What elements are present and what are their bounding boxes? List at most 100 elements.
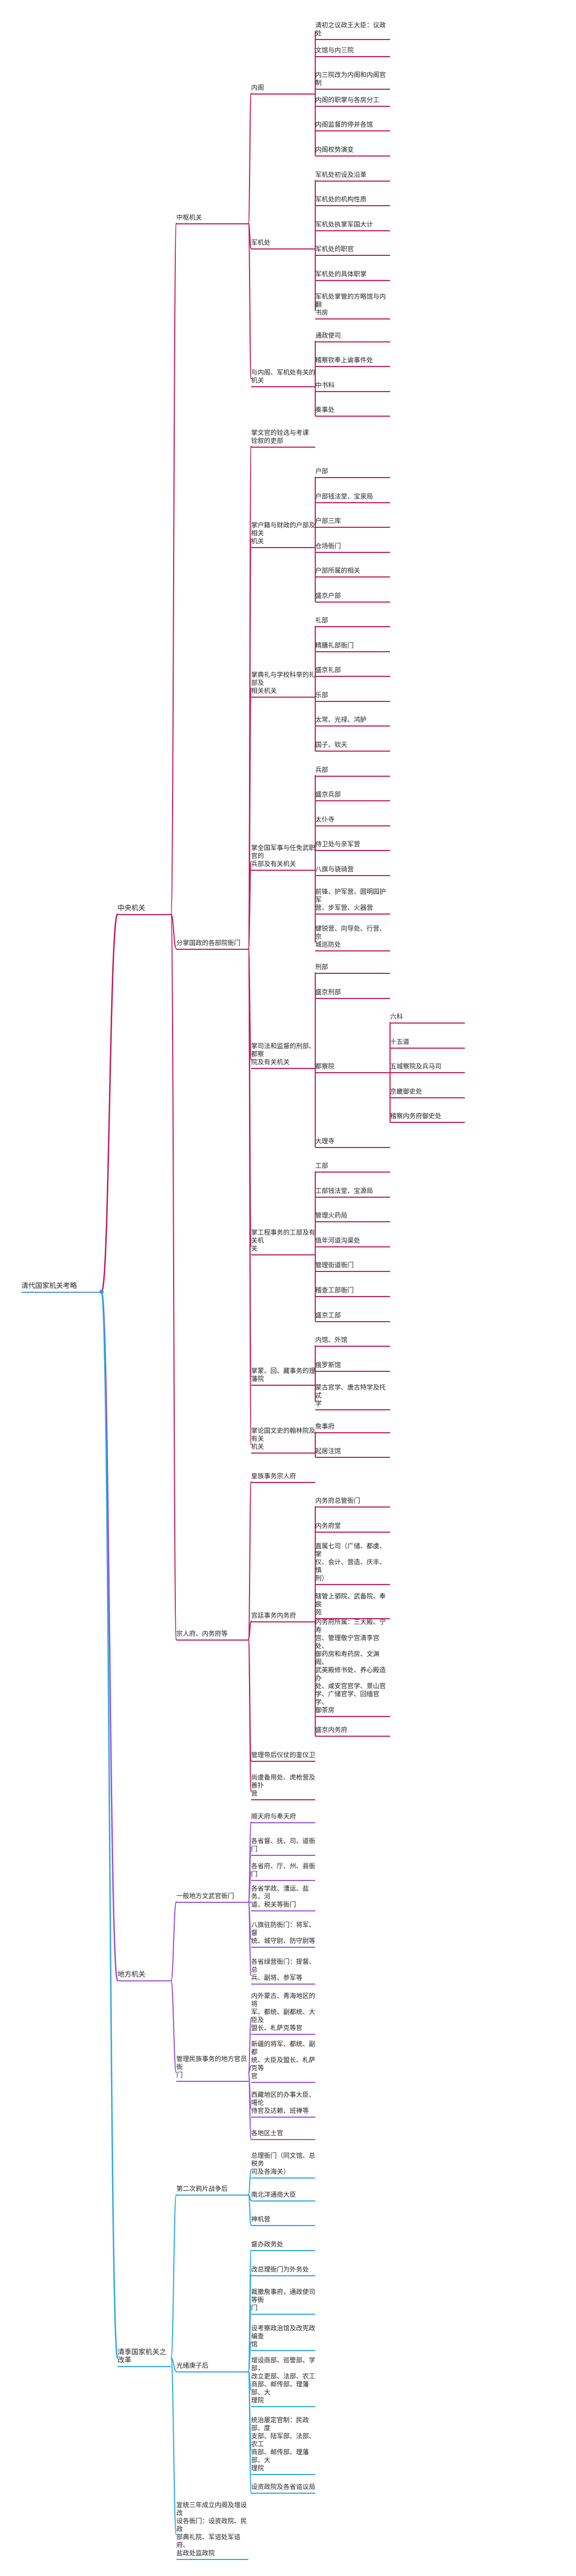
mindmap-node: 管理帝后仪仗的銮仪卫 [251,1751,315,1762]
mindmap-node: 稽察内务府御史处 [390,1112,465,1123]
mindmap-node: 南北洋通商大臣 [251,2191,315,2202]
mindmap-node: 稽查工部衙门 [315,1286,390,1297]
connector-line [170,2358,177,2536]
mindmap-node: 户部三库 [315,517,390,528]
mindmap-node: 蒙古官学、唐古特学及托忒 学 [315,1384,390,1411]
connector-line [100,913,119,1293]
mindmap-node: 军机处的具体职掌 [315,270,390,281]
connector-line [170,223,177,915]
connector-line [248,2072,252,2140]
mindmap-node: 内阁的职掌与各房分工 [315,96,390,107]
connector-line [248,223,252,379]
mindmap-node: 工部 [315,1162,390,1173]
connector-line [170,2193,177,2359]
mindmap-node: 各地区土官 [251,2129,315,2140]
mindmap-node: 设考察政治馆及改宪政编查 馆 [251,2324,315,2352]
connector-line [248,861,252,949]
mindmap-node: 起居注馆 [315,1447,390,1458]
mindmap-node: 顺天府与奉天府 [251,1813,315,1823]
mindmap-node: 一般地方文武官衙门 [176,1892,248,1903]
mindmap-node: 户部钱法堂、宝泉局 [315,493,390,503]
mindmap-node: 盛京礼部 [315,666,390,677]
mindmap-node: 盛京工部 [315,1312,390,1322]
mindmap-node: 掌司法和监督的刑部、都察 院及有关机关 [251,1042,315,1069]
mindmap-node: 各省府、厅、州、县衙门 [251,1862,315,1881]
mindmap-node: 八旗驻防衙门：将军、督 统、城守尉、防守尉等 [251,1921,315,1948]
mindmap-node: 军机处 [251,239,315,249]
connector-line [248,2370,252,2493]
mindmap-node: 裁撤詹事府，通政使司等衙 门 [251,2288,315,2315]
mindmap-node: 俄罗斯馆 [315,1361,390,1372]
connector-line [170,914,177,949]
connector-line [248,1871,252,1902]
mindmap-node: 内阁权势演变 [315,146,390,157]
mindmap-node: 新疆的将军、都统、副都 统、大臣及盟长、札萨克等 官 [251,2040,315,2083]
mindmap-node: 皇族事务宗人府 [251,1472,315,1483]
mindmap-node: 太常、光禄、鸿胪 [315,716,390,727]
connector-line [248,2193,252,2226]
mindmap-node: 盛京内务府 [315,1726,390,1737]
mindmap-node: 分掌国政的各部院衙门 [176,939,248,950]
mindmap-node: 督办政务处 [251,2241,315,2251]
mindmap-node: 大理寺 [315,1137,390,1148]
mindmap-node: 侍卫处与亲军营 [315,840,390,852]
mindmap-node: 光绪庚子后 [176,2362,248,2372]
mindmap-node: 管理街道衙门 [315,1261,390,1273]
mindmap-node: 军机处掌管的方略馆与内翻 书房 [315,293,390,320]
connector-line [248,1481,252,1640]
mindmap-node: 奏事处 [315,406,390,417]
mindmap-node: 内阁监督的停并各馆 [315,121,390,132]
mindmap-node: 设资政院及各省谘议局 [251,2483,315,2494]
mindmap-node: 地方机关 [118,1971,171,1982]
mindmap-node: 宗人府、内务府等 [176,1630,248,1641]
mindmap-node: 掌蒙、回、藏事务的理藩院 [251,1367,315,1386]
mindmap-node: 直属七司（广储、都虞、掌 仪、会计、营造、庆丰、慎 刑） [315,1542,390,1586]
mindmap-node: 掌文官的铨选与考课 铨叙的吏部 [251,429,315,448]
mindmap-node: 中书科 [315,381,390,392]
mindmap-node: 中枢机关 [176,214,248,225]
connector-line [170,1980,177,2073]
mindmap-node: 内务府堂 [315,1522,390,1533]
mindmap-node: 工部钱法堂、宝源局 [315,1187,390,1198]
mindmap-node: 清季国家机关之改革 [118,2348,171,2368]
mindmap-node: 辖管上驷院、武备院、奉宸 苑 [315,1593,390,1620]
connector-line [248,948,252,1445]
mindmap-node: 与内阁、军机处有关的机关 [251,369,315,388]
mindmap-node: 尚虞备用处、虎枪营及善扑 营 [251,1774,315,1801]
mindmap-node: 军机处的职官 [315,245,390,256]
mindmap-node: 内外蒙古、青海地区的将 军、都统、副都统、大臣及 盟长、札萨克等官 [251,1992,315,2035]
mindmap-node: 十五道 [390,1038,465,1049]
mindmap-node: 宣统三年成立内阁及增设改 设各衙门：设资政院、民政 部典礼院、军谘处军谘府、 盐… [176,2501,248,2560]
mindmap-node: 掌全国军事与任免武职官的 兵部及有关机关 [251,844,315,871]
connector-line [248,92,252,224]
mindmap-node: 各省绿营衙门：提督、总 兵、副将、参军等 [251,1958,315,1985]
mindmap-node: 值年河道沟渠处 [315,1237,390,1247]
connector-line [248,1638,252,1792]
mindmap-node: 稽察钦奉上谕事件处 [315,356,390,368]
mindmap-node: 内务府总管衙门 [315,1497,390,1508]
connector-line [170,1901,177,1981]
mindmap-node: 仓场衙门 [315,542,390,553]
mindmap-node: 精膳礼部衙门 [315,642,390,652]
mindmap-node: 太仆寺 [315,816,390,826]
mindmap-node: 管理火药局 [315,1212,390,1223]
mindmap-node: 统治屡定官制：民政部、度 支部、陆军部、法部、农工 商部、邮传部、理藩部、大 理… [251,2416,315,2476]
mindmap-node: 军机处的机构性质 [315,196,390,207]
mindmap-node: 国子、钦天 [315,741,390,752]
mindmap-node: 内三院改为内阁和内阁官制 [315,71,390,90]
mindmap-node: 文馆与内三院 [315,46,390,57]
mindmap-node: 各省学政、漕运、盐务、河 道、税关等衙门 [251,1885,315,1912]
mindmap-node: 前锋、护军营、圆明园护军 营、步军营、火器营 [315,888,390,915]
mindmap-node: 神机营 [251,2215,315,2227]
mindmap-node: 第二次鸦片战争后 [176,2185,248,2196]
mindmap-node: 兵部 [315,766,390,777]
connector-line [170,2358,177,2372]
mindmap-node: 内务府所属：三大殿、宁寿 宫、管理敬宁宫清李宫处、 御药房和寿药房、文渊阁、 武… [315,1618,390,1718]
mindmap-node: 改总理衙门为外务处 [251,2266,315,2276]
mindmap-node: 内阁 [251,84,315,95]
mindmap-node: 清代国家机关考略 [21,1282,102,1293]
connector-line [248,2017,252,2073]
mindmap-node: 都察院 [315,1063,390,1074]
